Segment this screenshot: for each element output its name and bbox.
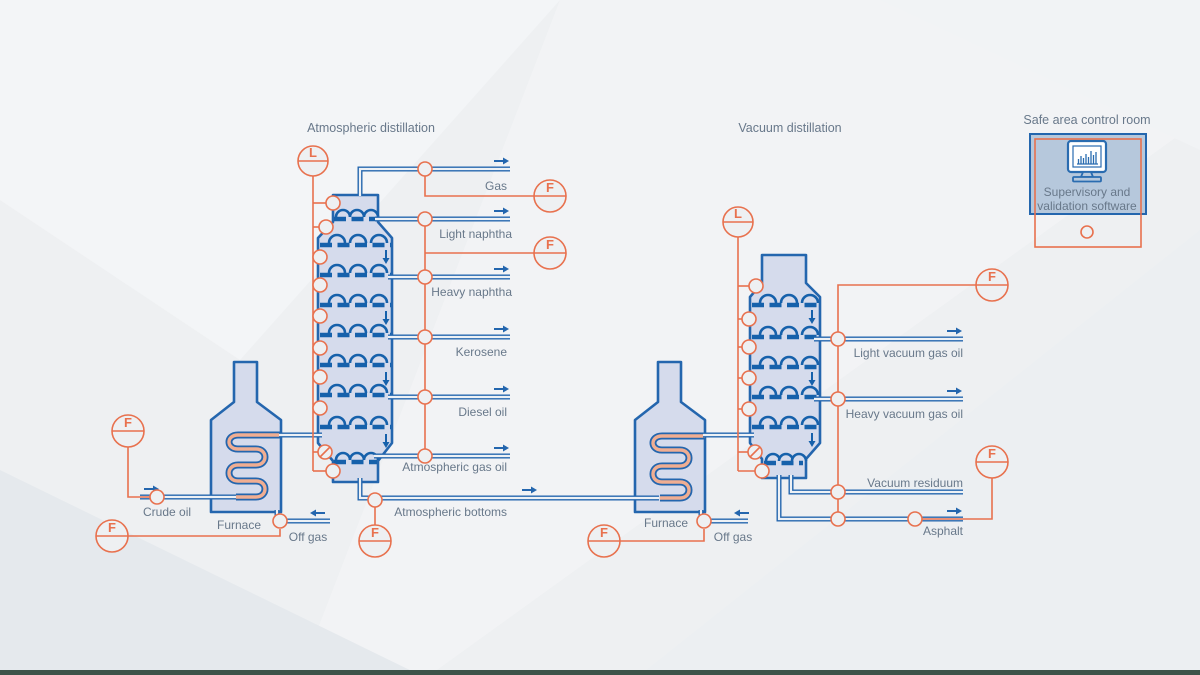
monitor-icon xyxy=(1066,139,1108,183)
tray xyxy=(320,323,391,338)
instrument-letter: F xyxy=(108,520,116,535)
control-connection-point xyxy=(1080,225,1094,239)
atmospheric-column xyxy=(316,193,394,484)
instrument-letter: F xyxy=(124,415,132,430)
section-title-control-room: Safe area control room xyxy=(1023,113,1150,127)
furnace-1-coil xyxy=(225,431,281,501)
instrument-letter: F xyxy=(371,525,379,540)
stream-label-crude-oil: Crude oil xyxy=(143,505,191,519)
section-title-atmospheric: Atmospheric distillation xyxy=(307,121,435,135)
stream-label-gas: Gas xyxy=(485,179,507,193)
equipment-label-furnace-2: Furnace xyxy=(644,516,688,530)
stream-label-diesel-oil: Diesel oil xyxy=(458,405,507,419)
tray xyxy=(320,293,391,308)
stream-label-off-gas-1: Off gas xyxy=(289,530,327,544)
flow-instrument-gas: F xyxy=(533,179,567,213)
furnace-2-coil xyxy=(649,432,705,502)
instrument-letter: F xyxy=(988,446,996,461)
connection-points xyxy=(149,161,923,529)
stream-label-asphalt: Asphalt xyxy=(923,524,964,538)
stream-label-heavy-vacuum-gas-oil: Heavy vacuum gas oil xyxy=(846,407,963,421)
flow-instrument-off-gas-1: F xyxy=(95,519,129,553)
instrument-letter: F xyxy=(546,237,554,252)
level-instrument-atmospheric: L xyxy=(297,145,329,177)
stream-label-atmospheric-gas-oil: Atmospheric gas oil xyxy=(402,460,507,474)
flow-instrument-naphtha: F xyxy=(533,236,567,270)
instrument-letter: F xyxy=(988,269,996,284)
safe-area-boundary xyxy=(1034,138,1142,248)
tray xyxy=(320,383,391,398)
valve-connection xyxy=(747,444,763,460)
section-title-vacuum: Vacuum distillation xyxy=(738,121,841,135)
tray xyxy=(320,263,391,278)
stream-label-heavy-naphtha: Heavy naphtha xyxy=(431,285,512,299)
equipment-label-furnace-1: Furnace xyxy=(217,518,261,532)
stream-label-vacuum-residuum: Vacuum residuum xyxy=(867,476,963,490)
control-room: Safe area control room Supervisory and v… xyxy=(1023,113,1151,248)
level-instrument-vacuum: L xyxy=(722,206,754,238)
stream-label-kerosene: Kerosene xyxy=(456,345,508,359)
tray xyxy=(334,451,380,465)
software-label-line2: validation software xyxy=(1037,199,1137,213)
tray xyxy=(752,355,820,370)
tray xyxy=(320,233,391,248)
tray xyxy=(334,208,380,222)
footer-bar xyxy=(0,670,1200,675)
tray xyxy=(320,415,391,430)
flow-instrument-off-gas-2: F xyxy=(587,524,621,558)
tray xyxy=(764,452,808,466)
flow-instrument-asphalt: F xyxy=(975,445,1009,479)
stream-label-atmospheric-bottoms: Atmospheric bottoms xyxy=(394,505,507,519)
instrument-letter: F xyxy=(546,180,554,195)
instrument-letter: F xyxy=(600,525,608,540)
tray xyxy=(752,415,820,430)
stream-label-light-naphtha: Light naphtha xyxy=(439,227,512,241)
flow-instrument-vacuum-overhead: F xyxy=(975,268,1009,302)
flow-instrument-atmospheric-bottoms: F xyxy=(358,524,392,558)
tray xyxy=(752,293,820,308)
valve-connection xyxy=(317,444,333,460)
stream-label-light-vacuum-gas-oil: Light vacuum gas oil xyxy=(854,346,963,360)
stream-label-off-gas-2: Off gas xyxy=(714,530,752,544)
instrument-letter: L xyxy=(734,206,742,221)
flow-instrument-crude-oil: F xyxy=(111,414,145,448)
software-label-line1: Supervisory and xyxy=(1044,185,1131,199)
tray xyxy=(320,353,391,368)
tray xyxy=(752,325,820,340)
tray xyxy=(752,385,820,400)
instrumentation-lines xyxy=(127,176,993,542)
instrument-letter: L xyxy=(309,145,317,160)
vacuum-column xyxy=(748,253,822,480)
